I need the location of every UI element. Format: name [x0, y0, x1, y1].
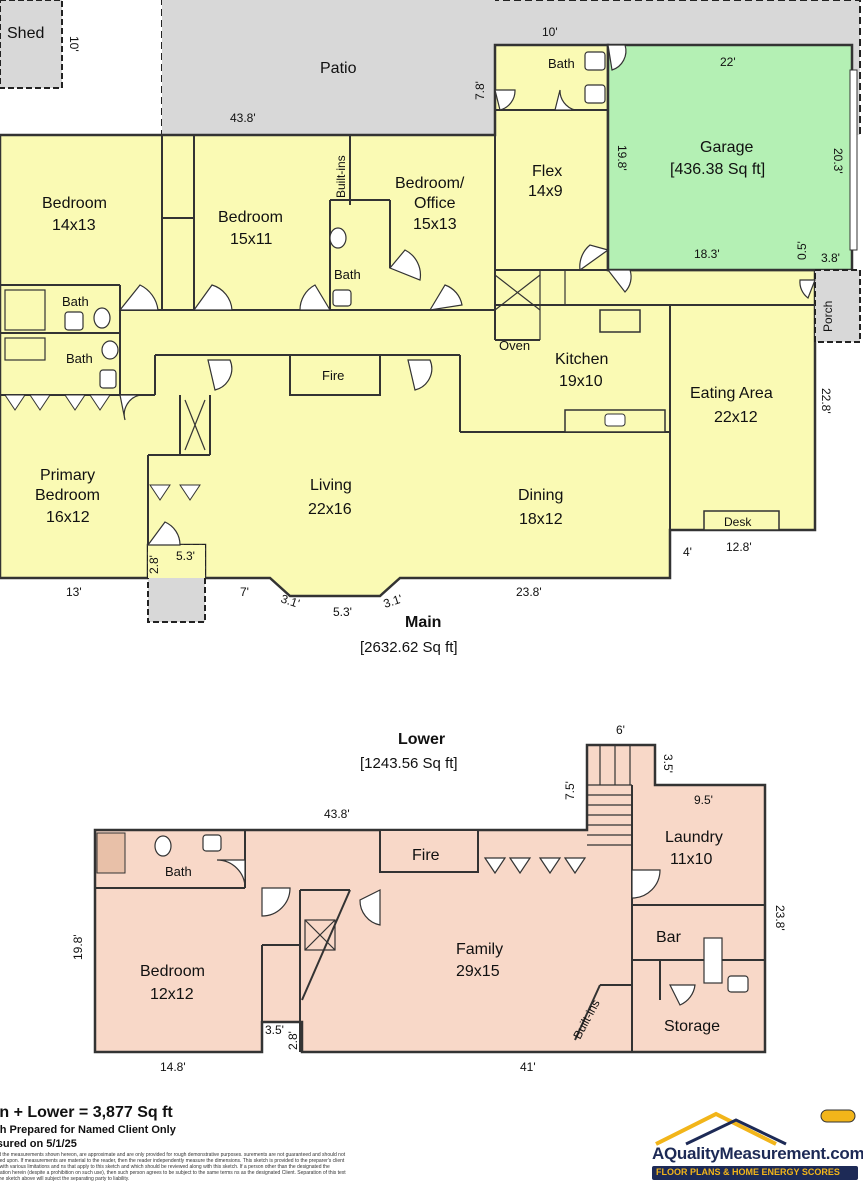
closet-53-dim: 5.3'	[176, 549, 195, 563]
lower-bottom-148: 14.8'	[160, 1060, 186, 1074]
living-size: 22x16	[308, 501, 352, 518]
primary-size: 16x12	[46, 509, 90, 526]
flex-size: 14x9	[528, 183, 563, 200]
bedroom3-size: 15x13	[413, 216, 457, 233]
living-label: Living	[310, 477, 352, 494]
lower-bedroom-label: Bedroom	[140, 963, 205, 980]
lower-top-dim: 43.8'	[324, 807, 350, 821]
bedroom3-label2: Office	[414, 195, 456, 212]
lower-35-dim: 3.5'	[661, 754, 675, 773]
primary-label2: Bedroom	[35, 487, 100, 504]
shed-width-dim: 10'	[67, 36, 81, 52]
family-size: 29x15	[456, 963, 500, 980]
lower-right-dim: 23.8'	[773, 905, 787, 931]
main-floor: Shed 10' 10' Patio 43.8' 7.8' Bath 22' G…	[0, 0, 861, 656]
closet-28-dim: 2.8'	[147, 555, 161, 574]
patio-width-dim: 43.8'	[230, 111, 256, 125]
bedroom1-size: 14x13	[52, 217, 96, 234]
floor-plan: Shed 10' 10' Patio 43.8' 7.8' Bath 22' G…	[0, 0, 861, 1074]
flex-bath-label: Bath	[548, 56, 575, 71]
garage	[606, 43, 854, 272]
bottom-13-dim: 13'	[66, 585, 82, 599]
bay-31b-dim: 3.1'	[382, 592, 404, 611]
primary-label1: Primary	[40, 467, 95, 484]
lower-bath-label: Bath	[165, 864, 192, 879]
garage-area: [436.38 Sq ft]	[670, 161, 765, 178]
top-width-dim: 10'	[542, 25, 558, 39]
logo-name: AQualityMeasurement.com	[652, 1144, 863, 1163]
shed-label: Shed	[7, 25, 44, 42]
oven-label: Oven	[499, 338, 530, 353]
company-logo: AQualityMeasurement.com FLOOR PLANS & HO…	[646, 1104, 863, 1188]
garage-right-dim: 20.3'	[831, 148, 845, 174]
lower-bottom-41: 41'	[520, 1060, 536, 1074]
main-title: Main	[405, 614, 441, 631]
bedroom3-label: Bedroom/	[395, 175, 465, 192]
laundry-size: 11x10	[670, 851, 713, 868]
dining-size: 18x12	[519, 511, 563, 528]
logo-bar	[652, 1166, 858, 1180]
porch-label: Porch	[821, 301, 835, 332]
lower-bedroom-size: 12x12	[150, 986, 194, 1003]
bath2-label: Bath	[66, 351, 93, 366]
patio-label: Patio	[320, 60, 357, 77]
logo-tagline: FLOOR PLANS & HOME ENERGY SCORES	[656, 1167, 840, 1177]
footer: ain + Lower = 3,877 Sq ft tch Prepared f…	[0, 1100, 620, 1190]
lower-75-dim: 7.5'	[563, 781, 577, 800]
garage-left-dim: 19.8'	[615, 145, 629, 171]
main-area: [2632.62 Sq ft]	[360, 639, 458, 656]
lower-small-28: 2.8'	[286, 1031, 300, 1050]
garage-bottom-dim: 18.3'	[694, 247, 720, 261]
total-area: ain + Lower = 3,877 Sq ft	[0, 1104, 173, 1121]
lower-small-35: 3.5'	[265, 1023, 284, 1037]
family-label: Family	[456, 941, 503, 958]
bay-31a-dim: 3.1'	[279, 592, 301, 611]
lower-floor: Lower [1243.56 Sq ft]	[71, 723, 787, 1074]
bath-height-dim: 7.8'	[473, 81, 487, 100]
lower-title: Lower	[398, 731, 445, 748]
eating-size: 22x12	[714, 409, 758, 426]
lower-floor-outline	[93, 743, 767, 1054]
center-bath-label: Bath	[334, 267, 361, 282]
four-dim: 4'	[683, 545, 692, 559]
fire-label: Fire	[322, 368, 344, 383]
garage-38-dim: 3.8'	[821, 251, 840, 265]
dining-label: Dining	[518, 487, 563, 504]
right-height-dim: 22.8'	[819, 388, 833, 414]
disclaimer: ch and the measurements shown hereon, ar…	[0, 1152, 346, 1182]
measured-date: nsured on 5/1/25	[0, 1138, 77, 1150]
eat-bottom-dim: 12.8'	[726, 540, 752, 554]
lower-left-dim: 19.8'	[71, 934, 85, 960]
builtins-label: Built-ins	[334, 155, 348, 198]
bottom-238-dim: 23.8'	[516, 585, 542, 599]
lower-fire-label: Fire	[412, 847, 440, 864]
main-fireplace	[289, 354, 381, 396]
prepared-note: tch Prepared for Named Client Only	[0, 1124, 176, 1136]
garage-width-dim: 22'	[720, 55, 736, 69]
lower-fireplace	[379, 829, 479, 873]
bay-53-dim: 5.3'	[333, 605, 352, 619]
lower-six-dim: 6'	[616, 723, 625, 737]
flex-label: Flex	[532, 163, 562, 180]
storage-label: Storage	[664, 1018, 720, 1035]
garage-05-dim: 0.5'	[795, 241, 809, 260]
lower-area: [1243.56 Sq ft]	[360, 755, 458, 772]
laundry-label: Laundry	[665, 829, 723, 846]
bar-label: Bar	[656, 929, 682, 946]
bedroom1-label: Bedroom	[42, 195, 107, 212]
eating-label: Eating Area	[690, 385, 773, 402]
bedroom2-label: Bedroom	[218, 209, 283, 226]
garage-label: Garage	[700, 139, 753, 156]
laundry-95-dim: 9.5'	[694, 793, 713, 807]
kitchen-label: Kitchen	[555, 351, 608, 368]
bedroom2-size: 15x11	[230, 231, 273, 248]
house-roof-icon	[655, 1109, 856, 1146]
shed	[0, 0, 63, 89]
kitchen-size: 19x10	[559, 373, 603, 390]
bath1-label: Bath	[62, 294, 89, 309]
desk-label: Desk	[724, 515, 752, 529]
bottom-7-dim: 7'	[240, 585, 249, 599]
